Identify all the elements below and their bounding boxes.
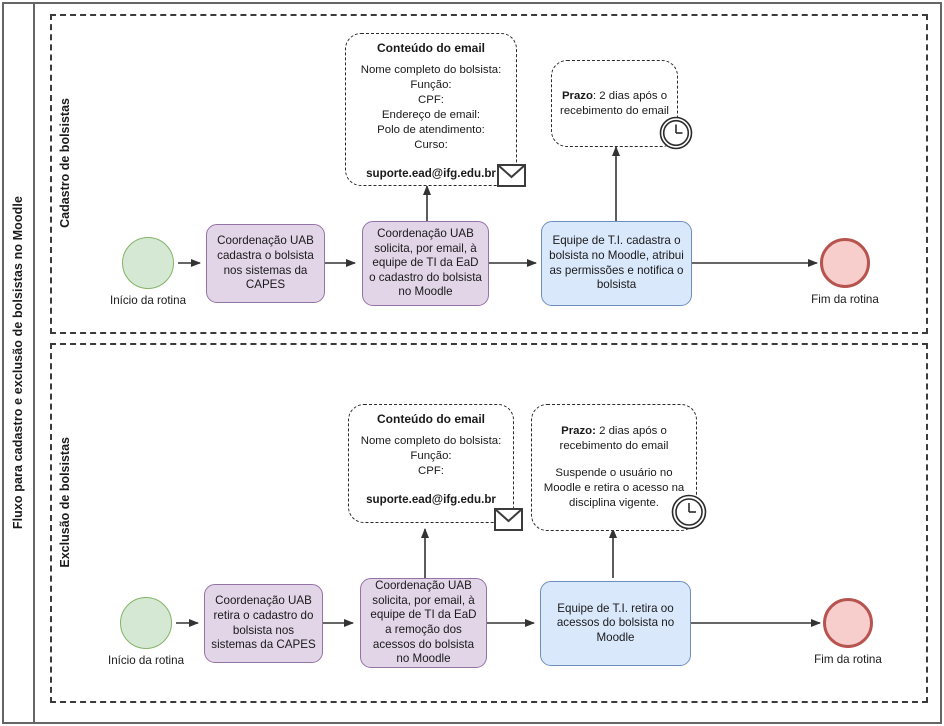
annotation-email-line-0: Nome completo do bolsista:	[360, 435, 502, 447]
clock-icon	[659, 116, 693, 150]
annotation-email-line-1: Função:	[410, 79, 452, 91]
annotation-deadline-text: : 2 dias após o recebimento do email	[560, 89, 669, 117]
end-event-cadastro[interactable]: Fim da rotina	[811, 238, 879, 306]
annotation-deadline-label: Prazo	[561, 89, 593, 102]
annotation-email-line-1: Função:	[410, 450, 452, 462]
annotation-deadline-text: 2 dias após o recebimento do email	[559, 425, 669, 452]
start-event-exclusao[interactable]: Início da rotina	[108, 597, 184, 667]
annotation-email-title: Conteúdo do email	[377, 41, 485, 55]
end-event-label: Fim da rotina	[814, 653, 882, 666]
task-exclusao-step2[interactable]: Coordenação UAB solicita, por email, à e…	[360, 578, 487, 668]
task-cadastro-step3[interactable]: Equipe de T.I. cadastra o bolsista no Mo…	[541, 221, 692, 306]
annotation-email-line-3: Endereço de email:	[381, 109, 481, 121]
annotation-deadline-cadastro: Prazo: 2 dias após o recebimento do emai…	[551, 60, 678, 147]
start-event-label: Início da rotina	[109, 294, 187, 307]
annotation-email-address: suporte.ead@ifg.edu.br	[366, 493, 496, 506]
lane-label-exclusao: Exclusão de bolsistas	[58, 437, 72, 568]
annotation-email-title: Conteúdo do email	[377, 412, 485, 426]
start-event-cadastro[interactable]: Início da rotina	[110, 237, 186, 307]
task-cadastro-step2[interactable]: Coordenação UAB solicita, por email, à e…	[362, 221, 489, 306]
end-event-exclusao[interactable]: Fim da rotina	[814, 598, 882, 666]
annotation-email-exclusao: Conteúdo do email Nome completo do bolsi…	[348, 404, 514, 523]
clock-icon	[671, 494, 707, 530]
task-exclusao-step3[interactable]: Equipe de T.I. retira oo acessos do bols…	[540, 581, 691, 666]
pool-title: Fluxo para cadastro e exclusão de bolsis…	[10, 196, 25, 530]
annotation-email-line-2: CPF:	[418, 94, 444, 106]
envelope-icon	[494, 508, 523, 531]
end-circle-shape	[823, 598, 873, 648]
annotation-email-line-2: CPF:	[418, 465, 444, 477]
annotation-email-cadastro: Conteúdo do email Nome completo do bolsi…	[345, 33, 517, 186]
task-cadastro-step1[interactable]: Coordenação UAB cadastra o bolsista nos …	[206, 224, 325, 303]
pool-title-column: Fluxo para cadastro e exclusão de bolsis…	[2, 2, 35, 724]
annotation-deadline-exclusao: Prazo: 2 dias após o recebimento do emai…	[531, 404, 697, 531]
task-exclusao-step1[interactable]: Coordenação UAB retira o cadastro do bol…	[204, 584, 323, 663]
start-circle-shape	[122, 237, 174, 289]
lane-exclusao: Exclusão de bolsistas	[50, 343, 928, 703]
annotation-deadline-paragraph: Suspende o usuário no Moodle e retira o …	[543, 467, 685, 509]
annotation-email-line-5: Curso:	[414, 139, 448, 151]
lane-label-cadastro: Cadastro de bolsistas	[58, 98, 72, 228]
annotation-email-line-0: Nome completo do bolsista:	[360, 64, 502, 76]
annotation-deadline-label: Prazo:	[561, 425, 596, 437]
annotation-deadline-text-wrap: Prazo: 2 dias após o recebimento do emai…	[540, 424, 688, 454]
start-event-label: Início da rotina	[107, 654, 185, 667]
end-event-label: Fim da rotina	[811, 293, 879, 306]
annotation-email-line-4: Polo de atendimento:	[377, 124, 485, 136]
start-circle-shape	[120, 597, 172, 649]
annotation-email-address: suporte.ead@ifg.edu.br	[366, 167, 496, 180]
envelope-icon	[497, 164, 526, 187]
annotation-deadline-text-wrap: Prazo: 2 dias após o recebimento do emai…	[560, 89, 669, 119]
end-circle-shape	[820, 238, 870, 288]
